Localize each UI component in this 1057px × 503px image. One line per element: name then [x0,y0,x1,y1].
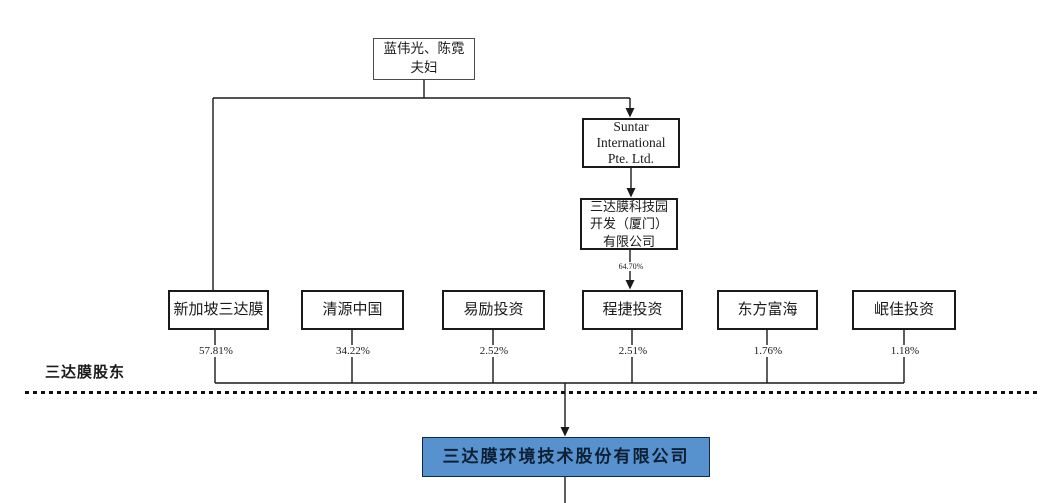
percent-dongfang: 1.76% [751,345,785,357]
dotted-separator-line [25,391,1038,394]
percent-xinjiapo: 57.81% [197,345,235,357]
node-shareholder-xinjiapo-sandamo: 新加坡三达膜 [168,290,269,330]
arrowhead-chengjie [625,280,635,290]
arrowhead-company [560,427,570,437]
node-couple: 蓝伟光、陈霓 夫妇 [373,38,475,80]
arrowhead-suntar [625,108,635,118]
node-company-sandamo-environment: 三达膜环境技术股份有限公司 [422,437,710,477]
node-shareholder-dongfang-fuhai: 东方富海 [717,290,818,330]
ownership-percent-keji-chengjie: 64.70% [616,262,646,271]
percent-yili: 2.52% [477,345,511,357]
node-shareholder-qingyuan-zhongguo: 清源中国 [301,290,404,330]
node-suntar-xiamen-label: 三达膜科技园 开发（厦门） 有限公司 [589,198,668,249]
percent-chengjie: 2.51% [616,345,650,357]
node-couple-label: 蓝伟光、陈霓 夫妇 [383,41,465,75]
group-label-sandamo-shareholders: 三达膜股东 [45,365,126,381]
node-suntar-xiamen: 三达膜科技园 开发（厦门） 有限公司 [580,198,678,250]
node-suntar-label: Suntar International Pte. Ltd. [596,118,666,167]
node-shareholder-chengjie-touzi: 程捷投资 [582,290,683,330]
percent-minjia: 1.18% [888,345,922,357]
arrowhead-keji [626,188,636,198]
node-suntar-international: Suntar International Pte. Ltd. [582,118,680,168]
node-shareholder-yili-touzi: 易励投资 [442,290,545,330]
percent-qingyuan: 34.22% [334,345,372,357]
node-shareholder-minjia-touzi: 岷佳投资 [852,290,956,330]
